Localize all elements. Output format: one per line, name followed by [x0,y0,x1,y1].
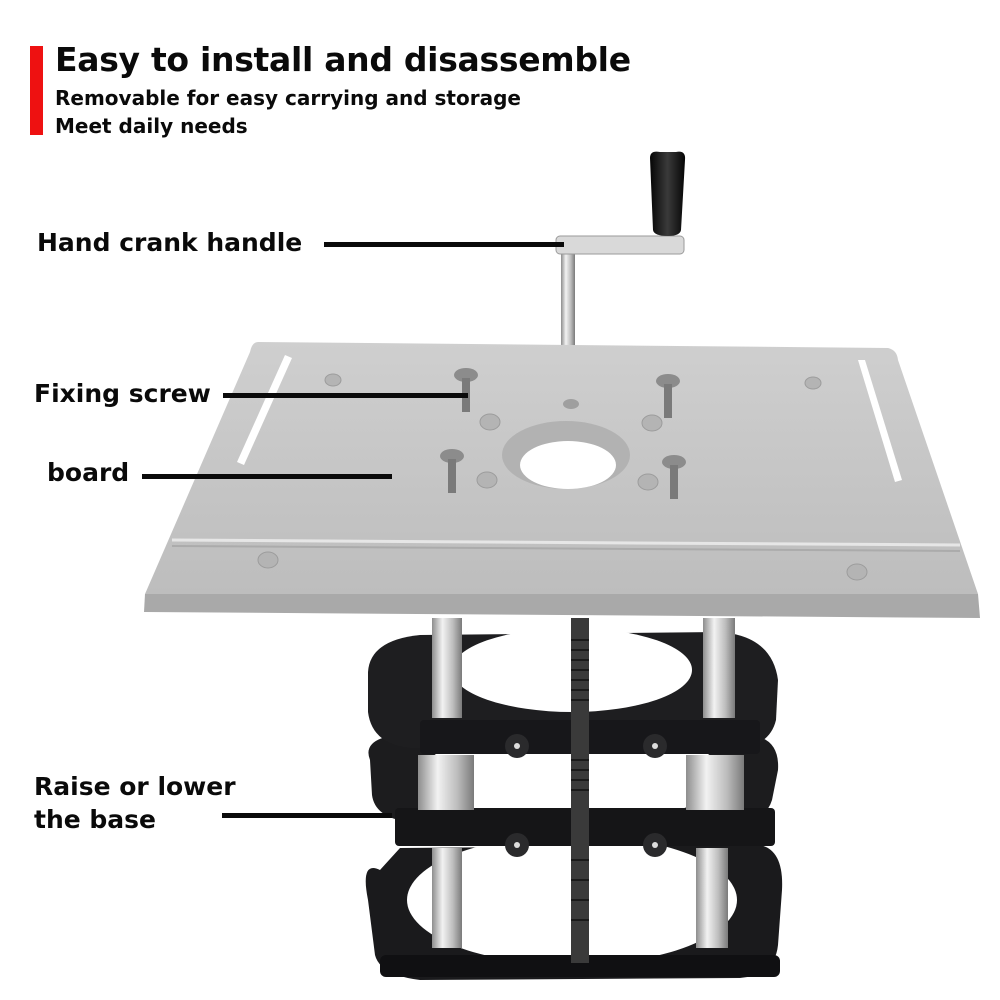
leader-raise-lower [222,813,392,818]
callout-raise-lower-base: Raise or lower the base [34,771,236,836]
board-plate [144,342,980,618]
callout-fixing-screw: Fixing screw [34,379,211,408]
lift-base [365,618,783,980]
headline: Easy to install and disassemble [55,40,631,79]
leader-fixing-screw [223,393,468,398]
leader-board [142,474,392,479]
callout-raise-line-1: Raise or lower [34,772,236,801]
leader-hand-crank [324,242,564,247]
subheading-line-1: Removable for easy carrying and storage [55,86,521,110]
accent-bar [30,46,43,135]
callout-raise-line-2: the base [34,804,157,834]
hand-crank [555,151,686,380]
callout-hand-crank-handle: Hand crank handle [37,228,303,257]
subheading-line-2: Meet daily needs [55,114,248,138]
callout-board: board [47,458,130,487]
